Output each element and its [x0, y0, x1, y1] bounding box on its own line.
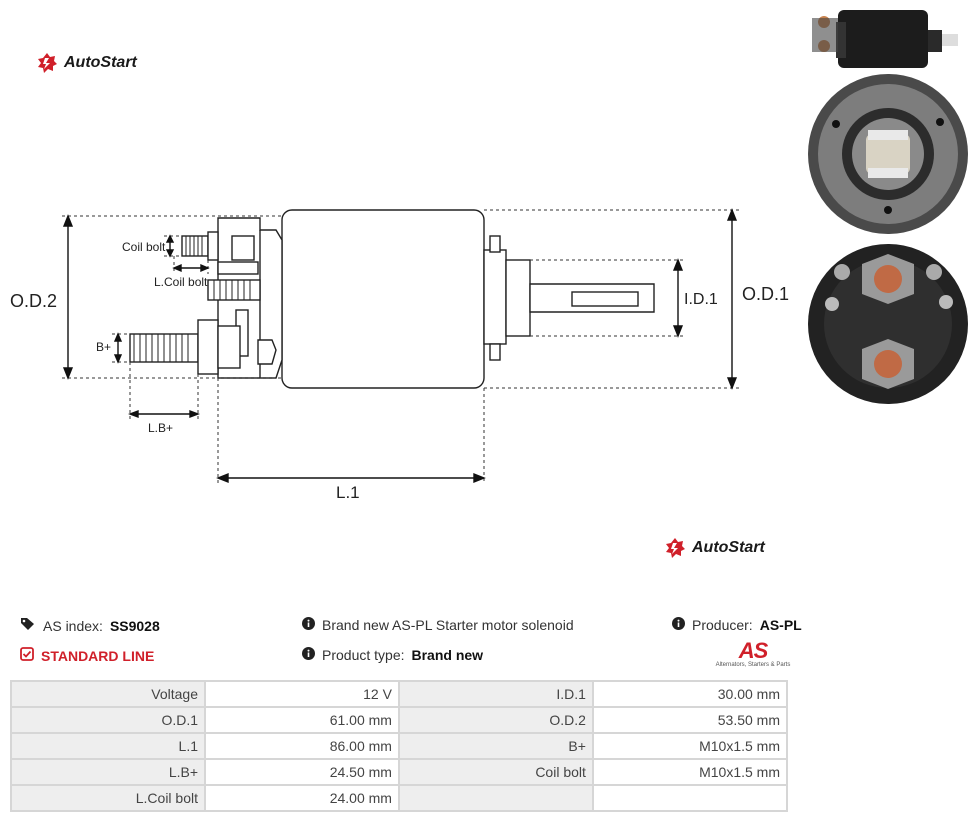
l1-label: L.1 [336, 483, 360, 502]
as-pl-logo-tagline: Alternators, Starters & Parts [715, 662, 791, 668]
product-type-label: Product type: [322, 647, 405, 663]
producer-label: Producer: [692, 617, 753, 633]
spec-key: L.Coil bolt [12, 786, 205, 810]
spec-key: L.B+ [12, 760, 205, 784]
product-photos [808, 10, 968, 404]
side-view-photo [812, 10, 958, 68]
as-pl-logo: AS Alternators, Starters & Parts [714, 638, 792, 669]
spec-value: 30.00 mm [593, 682, 786, 706]
brand-name: AutoStart [64, 54, 137, 71]
spec-value: 12 V [206, 682, 398, 706]
spec-key: Voltage [12, 682, 205, 706]
spec-key: Coil bolt [399, 760, 592, 784]
id1-label: I.D.1 [684, 291, 718, 308]
spec-value: 24.50 mm [206, 760, 398, 784]
spec-key: O.D.1 [12, 708, 205, 732]
brand-name: AutoStart [692, 539, 765, 556]
table-row: L.Coil bolt 24.00 mm [12, 786, 786, 810]
product-type-value: Brand new [411, 647, 484, 663]
spec-key: B+ [399, 734, 592, 758]
spec-value: 53.50 mm [593, 708, 786, 732]
product-type: Product type: Brand new [302, 647, 483, 663]
as-index-label: AS index: [43, 617, 103, 634]
brand-logo-top: AutoStart [36, 52, 137, 74]
solenoid-technical-drawing: O.D.2 O.D.1 I.D.1 L.1 Coil bolt L.Coil b… [10, 208, 789, 502]
table-row: L.1 86.00 mm B+ M10x1.5 mm [12, 734, 786, 758]
producer-value: AS-PL [759, 617, 802, 633]
spec-value: M10x1.5 mm [593, 760, 786, 784]
info-circle-icon [672, 617, 685, 633]
autostart-logo-icon [38, 53, 57, 73]
info-circle-icon [302, 647, 315, 663]
l-coil-bolt-label: L.Coil bolt [154, 275, 208, 289]
spec-key: O.D.2 [399, 708, 592, 732]
spec-value: M10x1.5 mm [593, 734, 786, 758]
spec-key: L.1 [12, 734, 205, 758]
spec-value: 86.00 mm [206, 734, 398, 758]
spec-value: 61.00 mm [206, 708, 398, 732]
as-pl-logo-mark: AS [738, 638, 769, 663]
spec-key: I.D.1 [399, 682, 592, 706]
coil-bolt-label: Coil bolt [122, 240, 166, 254]
rear-view-photo [808, 74, 968, 234]
specs-table: Voltage 12 V I.D.1 30.00 mm O.D.1 61.00 … [10, 680, 788, 812]
description-text: Brand new AS-PL Starter motor solenoid [322, 617, 574, 633]
od1-label: O.D.1 [742, 284, 789, 304]
as-index: AS index: SS9028 [20, 617, 160, 634]
autostart-logo-icon [666, 538, 685, 558]
table-row: Voltage 12 V I.D.1 30.00 mm [12, 682, 786, 706]
spec-value: 24.00 mm [206, 786, 398, 810]
spec-value [593, 786, 786, 810]
description: Brand new AS-PL Starter motor solenoid [302, 617, 574, 633]
as-index-value: SS9028 [109, 617, 160, 634]
lb-plus-label: L.B+ [148, 421, 173, 435]
front-view-photo [808, 244, 968, 404]
tags-icon [20, 617, 36, 634]
brand-logo-bottom: AutoStart [664, 537, 765, 559]
spec-key [399, 786, 592, 810]
table-row: L.B+ 24.50 mm Coil bolt M10x1.5 mm [12, 760, 786, 784]
table-row: O.D.1 61.00 mm O.D.2 53.50 mm [12, 708, 786, 732]
producer: Producer: AS-PL [672, 617, 802, 633]
od2-label: O.D.2 [10, 291, 57, 311]
standard-line-label: STANDARD LINE [41, 647, 155, 664]
check-square-icon [20, 647, 34, 664]
standard-line: STANDARD LINE [20, 647, 154, 664]
info-circle-icon [302, 617, 315, 633]
b-plus-label: B+ [96, 340, 111, 354]
